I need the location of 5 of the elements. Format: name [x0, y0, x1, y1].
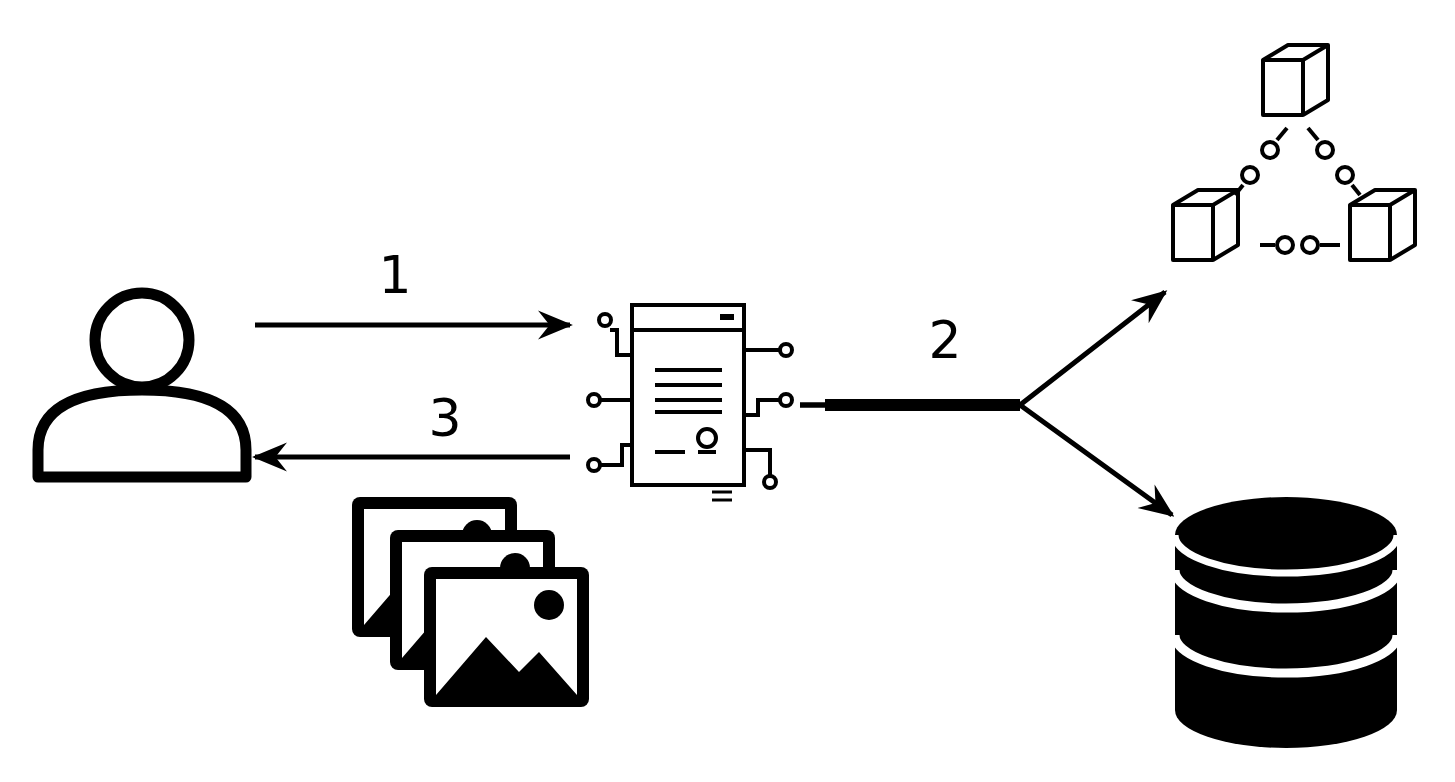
arrow — [252, 442, 570, 472]
arrow — [800, 402, 1175, 518]
database-icon — [1172, 495, 1400, 750]
arrow — [255, 310, 573, 340]
user-icon — [30, 285, 255, 485]
